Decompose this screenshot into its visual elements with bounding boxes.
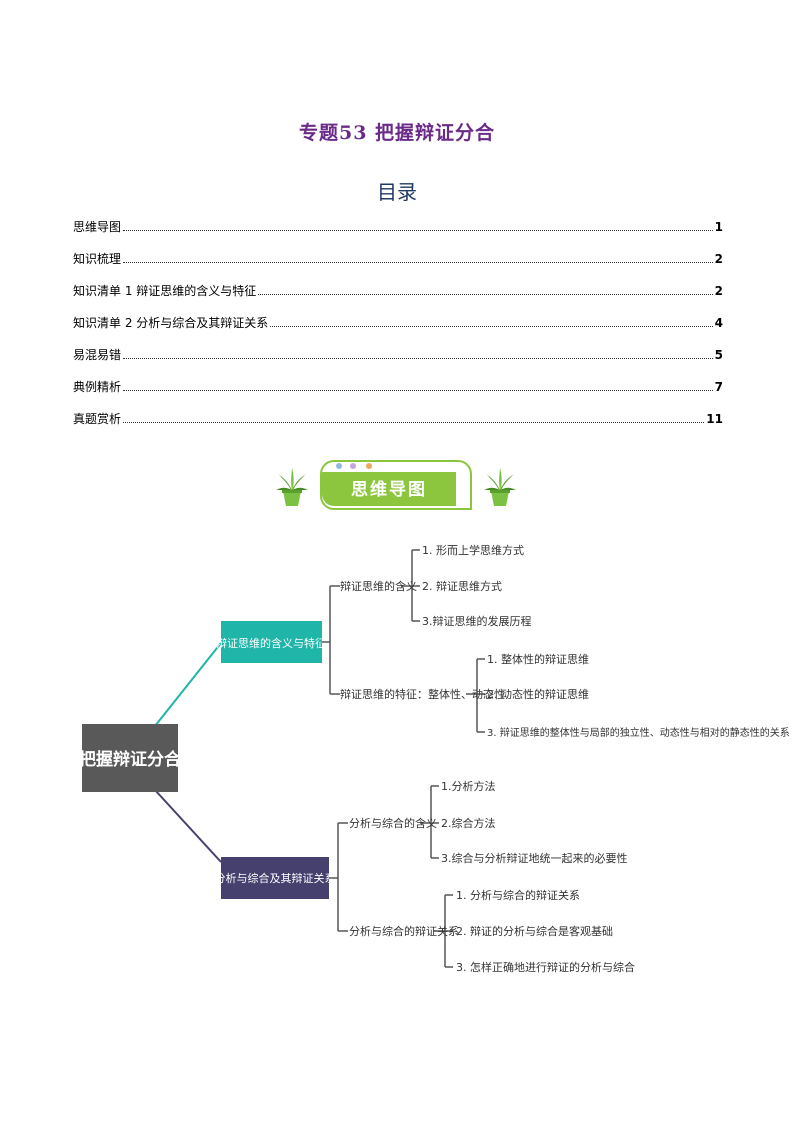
toc-leader xyxy=(270,325,713,327)
leaf-node-label[interactable]: 1. 分析与综合的辩证关系 xyxy=(456,888,580,902)
branch-node-1[interactable] xyxy=(221,621,322,663)
banner-fill xyxy=(322,472,456,506)
toc-entry[interactable]: 知识梳理 2 xyxy=(73,250,723,282)
potted-plant-icon xyxy=(276,468,308,506)
toc-entry-label: 思维导图 xyxy=(73,220,122,234)
mindmap-banner: 思维导图 xyxy=(270,458,520,514)
root-node-label: 把握辩证分合 xyxy=(79,749,182,770)
banner-label: 思维导图 xyxy=(351,480,427,500)
leaf-node-label[interactable]: 3.辩证思维的发展历程 xyxy=(422,614,532,628)
toc-leader xyxy=(123,421,705,423)
toc-entry-page: 4 xyxy=(714,316,723,330)
toc-entry[interactable]: 真题赏析 11 xyxy=(73,410,723,442)
table-of-contents: 思维导图 1 知识梳理 2 知识清单 1 辩证思维的含义与特征 2 知识清单 2 分析… xyxy=(73,218,723,442)
toc-entry-label: 知识梳理 xyxy=(73,252,122,266)
mind-map: 把握辩证分合 辩证思维的含义与特征 辩证思维的含义 辩证思维的特征：整体性、动态… xyxy=(79,543,790,974)
root-node[interactable] xyxy=(82,724,178,792)
page-title: 专题53 把握辩证分合 xyxy=(298,122,496,144)
leaf-node-label[interactable]: 2.综合方法 xyxy=(441,816,496,830)
leaf-node-label[interactable]: 2. 动态性的辩证思维 xyxy=(487,687,589,701)
branch-node-2[interactable] xyxy=(221,857,329,899)
dot-icon xyxy=(366,463,372,469)
branch-node-2-label: 分析与综合及其辩证关系 xyxy=(215,871,336,885)
toc-entry-label: 知识清单 1 辩证思维的含义与特征 xyxy=(73,284,257,298)
toc-entry-page: 5 xyxy=(714,348,723,362)
toc-entry-page: 11 xyxy=(706,412,723,426)
leaf-node-label[interactable]: 1.分析方法 xyxy=(441,779,496,793)
toc-entry[interactable]: 知识清单 1 辩证思维的含义与特征 2 xyxy=(73,282,723,314)
dot-icon xyxy=(336,463,342,469)
toc-entry[interactable]: 典例精析 7 xyxy=(73,378,723,410)
sub-node-label[interactable]: 分析与综合的辩证关系 xyxy=(349,924,459,938)
toc-entry-page: 2 xyxy=(714,252,723,266)
leaf-node-label[interactable]: 2. 辩证的分析与综合是客观基础 xyxy=(456,924,613,938)
branch-node-1-label: 辩证思维的含义与特征 xyxy=(216,636,326,650)
leaf-node-label[interactable]: 3. 辩证思维的整体性与局部的独立性、动态性与相对的静态性的关系 xyxy=(487,726,790,739)
toc-entry[interactable]: 思维导图 1 xyxy=(73,218,723,250)
toc-leader xyxy=(258,293,713,295)
sub-node-label[interactable]: 辩证思维的特征：整体性、动态性 xyxy=(340,687,505,701)
toc-entry[interactable]: 知识清单 2 分析与综合及其辩证关系 4 xyxy=(73,314,723,346)
leaf-node-label[interactable]: 3. 怎样正确地进行辩证的分析与综合 xyxy=(456,960,635,974)
connector-root-branch1 xyxy=(154,642,222,727)
toc-entry-label: 知识清单 2 分析与综合及其辩证关系 xyxy=(73,316,269,330)
branch1-connectors xyxy=(322,549,485,733)
toc-entry-page: 2 xyxy=(714,284,723,298)
sub-node-label[interactable]: 分析与综合的含义 xyxy=(349,816,437,830)
toc-entry-page: 7 xyxy=(714,380,723,394)
toc-entry[interactable]: 易混易错 5 xyxy=(73,346,723,378)
branch2-connectors xyxy=(329,785,453,968)
toc-leader xyxy=(123,389,713,391)
toc-entry-label: 真题赏析 xyxy=(73,412,122,426)
toc-entry-label: 易混易错 xyxy=(73,348,122,362)
toc-leader xyxy=(123,229,713,231)
leaf-node-label[interactable]: 3.综合与分析辩证地统一起来的必要性 xyxy=(441,851,628,865)
leaf-node-label[interactable]: 1. 整体性的辩证思维 xyxy=(487,652,589,666)
leaf-node-label[interactable]: 2. 辩证思维方式 xyxy=(422,579,502,593)
potted-plant-icon xyxy=(484,468,516,506)
toc-leader xyxy=(123,261,713,263)
connector-root-branch2 xyxy=(154,789,222,863)
toc-heading: 目录 xyxy=(377,180,417,204)
toc-entry-label: 典例精析 xyxy=(73,380,122,394)
toc-entry-page: 1 xyxy=(714,220,723,234)
dot-icon xyxy=(350,463,356,469)
sub-node-label[interactable]: 辩证思维的含义 xyxy=(340,579,417,593)
toc-leader xyxy=(123,357,713,359)
leaf-node-label[interactable]: 1. 形而上学思维方式 xyxy=(422,543,524,557)
